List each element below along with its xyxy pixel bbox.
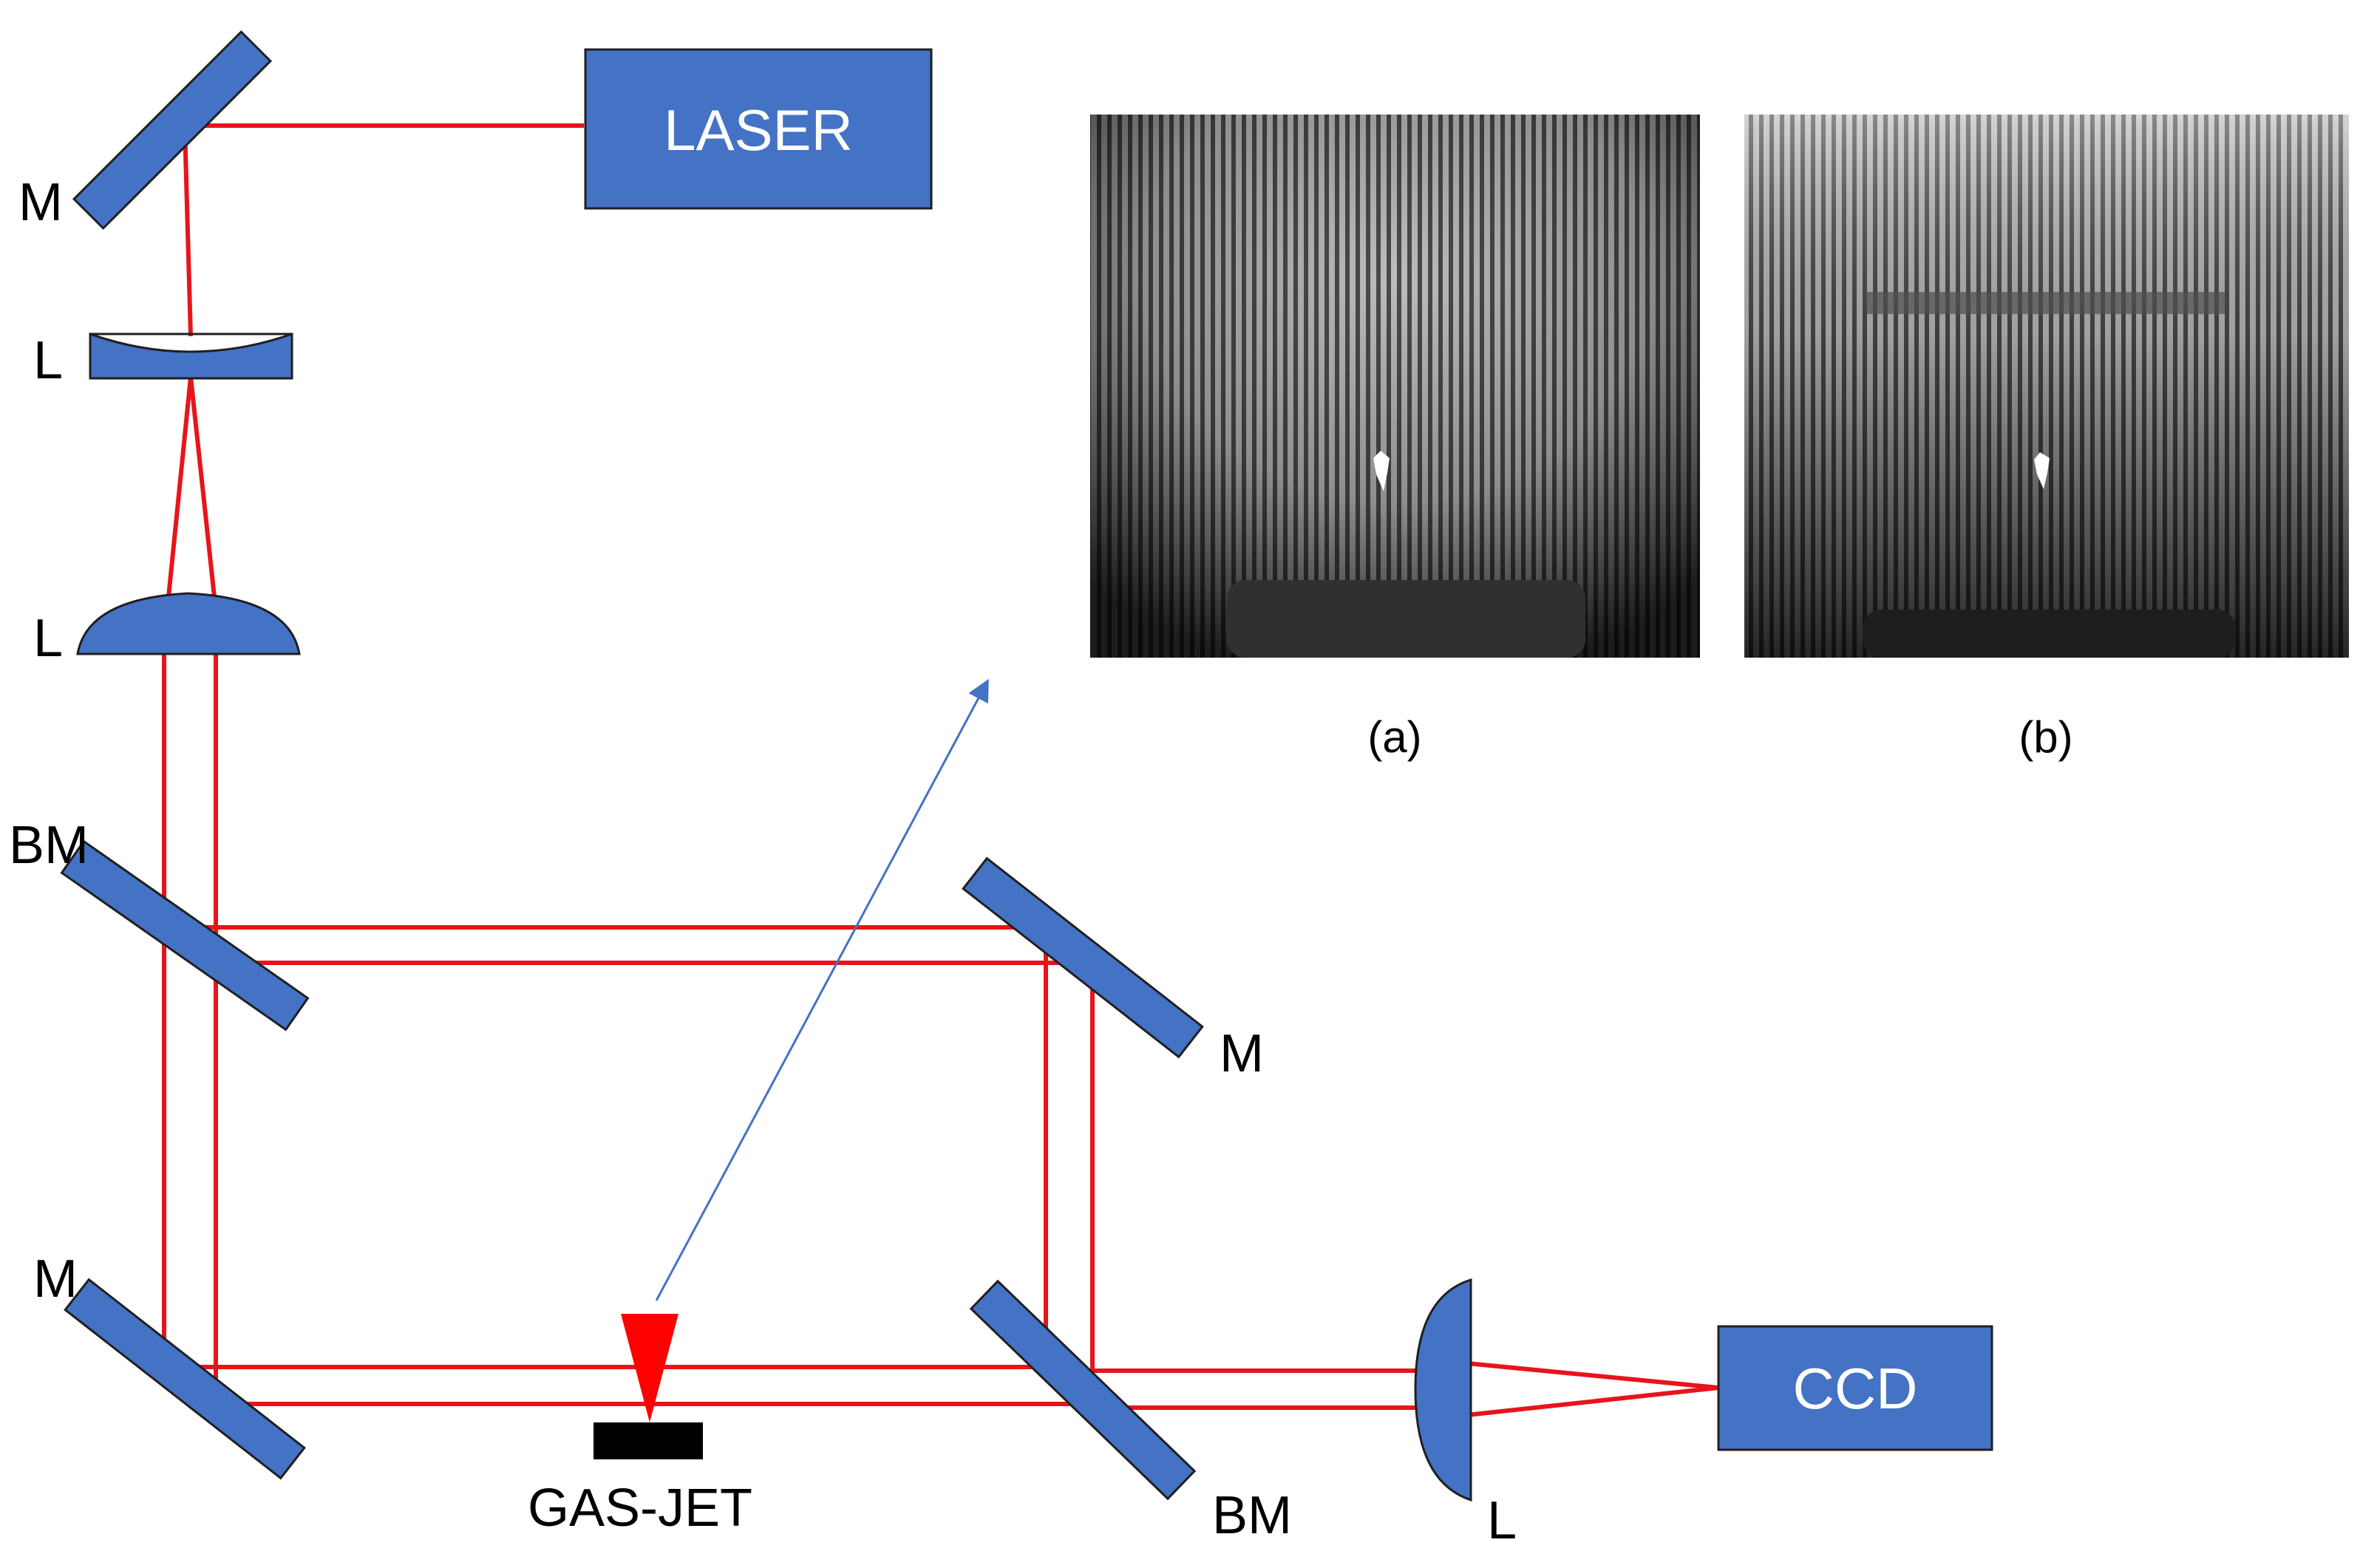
inset-a: (a) xyxy=(1090,115,1700,762)
mirror-bottom-left-label: M xyxy=(33,1250,78,1309)
focus-marker xyxy=(621,1314,679,1422)
lens-concave xyxy=(89,332,293,380)
spark-b xyxy=(2034,452,2050,489)
beam-splitter-left xyxy=(60,839,310,1032)
optical-components xyxy=(60,30,1993,1502)
gas-jet-label: GAS-JET xyxy=(528,1479,752,1538)
mirror-top-label: M xyxy=(18,173,63,232)
mirror-top xyxy=(72,30,273,231)
beam-splitter-left-label: BM xyxy=(9,816,89,875)
pointer-arrow xyxy=(655,678,989,1301)
beam-splitter-right xyxy=(969,1279,1197,1501)
beam-mirror-to-lens xyxy=(183,126,193,337)
target-shadow-b xyxy=(1863,610,2236,658)
beam-expander-left xyxy=(166,376,193,598)
spark-a xyxy=(1373,451,1390,491)
laser-box xyxy=(584,48,933,210)
lens-convex-label: L xyxy=(33,609,63,668)
ccd-label: CCD xyxy=(1793,1356,1918,1421)
beam-focus-lower xyxy=(1466,1385,1719,1417)
beam-paths xyxy=(162,123,1719,1417)
plasma-channel-b xyxy=(1866,292,2225,314)
target-shadow-a xyxy=(1227,580,1585,658)
mirror-right-label: M xyxy=(1220,1024,1264,1083)
laser-label: LASER xyxy=(664,98,853,163)
gas-jet-nozzle xyxy=(594,1422,703,1459)
beam-expander-right xyxy=(188,376,217,598)
beam-splitter-right-label: BM xyxy=(1212,1486,1292,1545)
lens-output xyxy=(1414,1278,1472,1502)
inset-b: (b) xyxy=(1744,115,2349,762)
beam-focus-upper xyxy=(1466,1361,1719,1390)
lens-concave-label: L xyxy=(33,331,63,390)
inset-b-caption: (b) xyxy=(2019,712,2072,762)
lens-convex xyxy=(76,592,301,655)
mirror-bottom-left xyxy=(64,1278,306,1480)
ccd-box xyxy=(1717,1325,1993,1451)
mirror-right xyxy=(962,856,1204,1059)
lens-output-label: L xyxy=(1487,1491,1517,1550)
inset-a-caption: (a) xyxy=(1367,712,1421,762)
